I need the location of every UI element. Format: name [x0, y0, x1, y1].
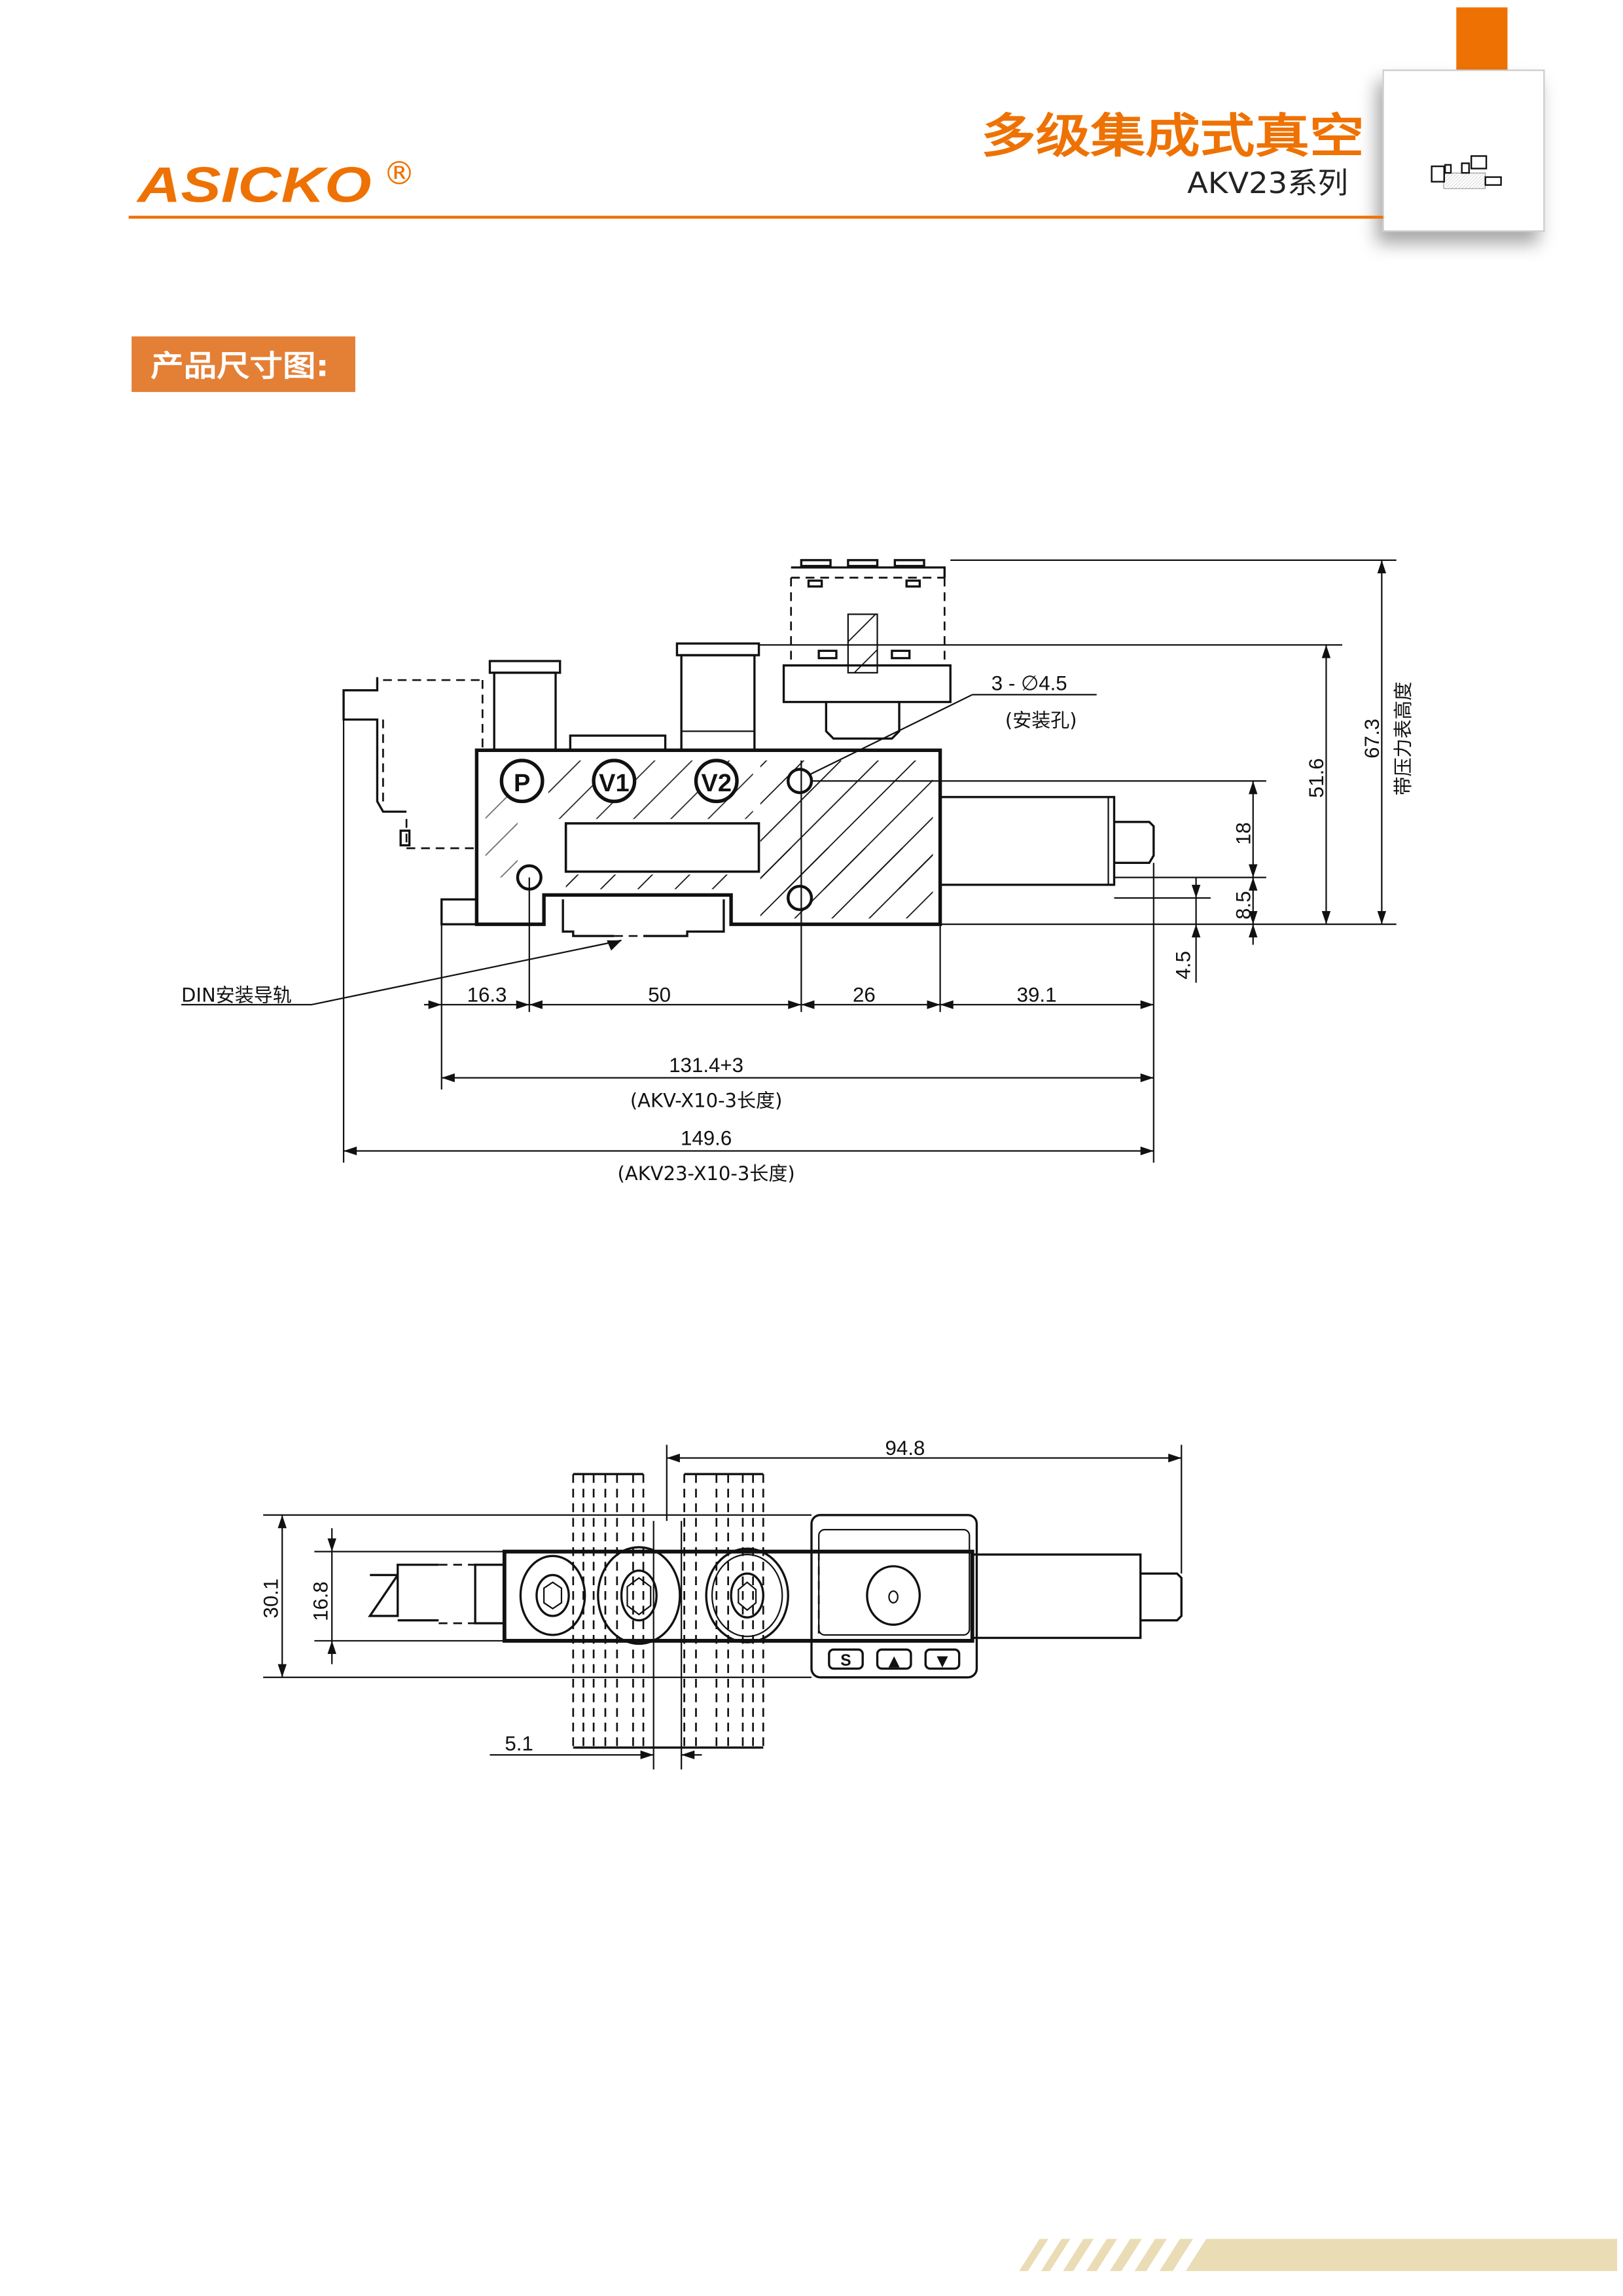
section-badge: 产品尺寸图: — [132, 336, 355, 392]
footer-decoration — [1019, 2238, 1618, 2271]
button-up[interactable]: ▲ — [876, 1648, 912, 1670]
dim-26: 26 — [853, 984, 876, 1007]
screw-port-3 — [705, 1547, 789, 1643]
dim-akv23-length-note: (AKV23-X10-3长度) — [618, 1162, 795, 1185]
dim-50: 50 — [648, 984, 671, 1007]
center-block — [569, 734, 667, 751]
dim-39-1: 39.1 — [1017, 984, 1057, 1007]
left-connector — [368, 1564, 439, 1622]
dimension-arrows — [344, 560, 1387, 1156]
extension-lines — [342, 559, 1397, 1163]
brand-logo: ASICKO — [136, 157, 372, 213]
inner-chamber — [564, 822, 760, 873]
port-p: P — [499, 759, 544, 804]
body-hatching — [485, 760, 933, 919]
dim-16-3: 16.3 — [467, 984, 507, 1007]
top-view-extension-lines — [263, 1444, 1183, 1770]
silencer-top — [971, 1553, 1142, 1640]
series-subtitle: AKV23系列 — [1187, 166, 1348, 200]
screw-port-2 — [597, 1546, 681, 1645]
dim-18: 18 — [1232, 822, 1255, 845]
gauge-height-note: 带压力表高度 — [1392, 681, 1414, 795]
dim-4-5: 4.5 — [1172, 951, 1195, 979]
section-title: 产品尺寸图: — [151, 349, 329, 383]
button-down-label: ▼ — [936, 1653, 948, 1670]
silencer-nozzle — [1140, 1572, 1183, 1622]
pressure-gauge-outline — [782, 559, 952, 740]
display-dial — [866, 1565, 921, 1626]
dim-akv23-length: 149.6 — [681, 1127, 732, 1150]
port-p-label: P — [514, 770, 530, 797]
mounting-hole — [787, 768, 813, 795]
page-title: 多级集成式真空 — [981, 109, 1364, 163]
top-view-drawing: S ▲ ▼ — [260, 1437, 1183, 1770]
dim-5-1: 5.1 — [505, 1732, 533, 1755]
registered-mark: ® — [383, 154, 415, 192]
sensor-display-unit — [810, 1514, 978, 1679]
silencer — [938, 796, 1155, 886]
dim-67-3: 67.3 — [1361, 719, 1383, 759]
fitting-v2 — [675, 642, 760, 751]
button-set[interactable]: S — [828, 1648, 864, 1670]
button-set-label: S — [840, 1652, 851, 1670]
dim-akv-length-note: (AKV-X10-3长度) — [630, 1089, 783, 1111]
din-rail-outline — [572, 1473, 764, 1749]
port-v2-label: V2 — [702, 770, 732, 797]
mounting-hole-note: (安装孔) — [1005, 709, 1077, 732]
mounting-hole — [787, 884, 813, 912]
mounting-hole-label: 3 - ∅4.5 — [991, 672, 1067, 695]
side-view-drawing: P V1 V2 — [181, 559, 1414, 1185]
top-orange-tab — [1456, 7, 1508, 71]
screw-port-1 — [519, 1554, 586, 1636]
dimension-lines — [181, 560, 1383, 1152]
top-view-arrows — [277, 1453, 1182, 1759]
button-up-label: ▲ — [889, 1653, 901, 1670]
din-rail-label: DIN安装导轨 — [181, 984, 292, 1007]
dim-16-8: 16.8 — [309, 1581, 332, 1621]
port-v1: V1 — [592, 759, 637, 804]
port-v2: V2 — [694, 759, 739, 804]
dim-8-5: 8.5 — [1232, 891, 1255, 919]
header: ASICKO ® 多级集成式真空 AKV23系列 — [128, 7, 1545, 232]
product-thumbnail-frame — [1382, 69, 1545, 232]
product-thumbnail — [1431, 155, 1502, 189]
fitting-p — [488, 660, 562, 751]
dim-94-8: 94.8 — [885, 1437, 925, 1460]
port-v1-label: V1 — [599, 770, 629, 797]
dim-51-6: 51.6 — [1305, 758, 1328, 798]
dim-30-1: 30.1 — [260, 1579, 283, 1619]
button-down[interactable]: ▼ — [924, 1648, 961, 1670]
left-connector-outline — [342, 677, 484, 850]
dim-akv-length: 131.4+3 — [669, 1054, 743, 1077]
